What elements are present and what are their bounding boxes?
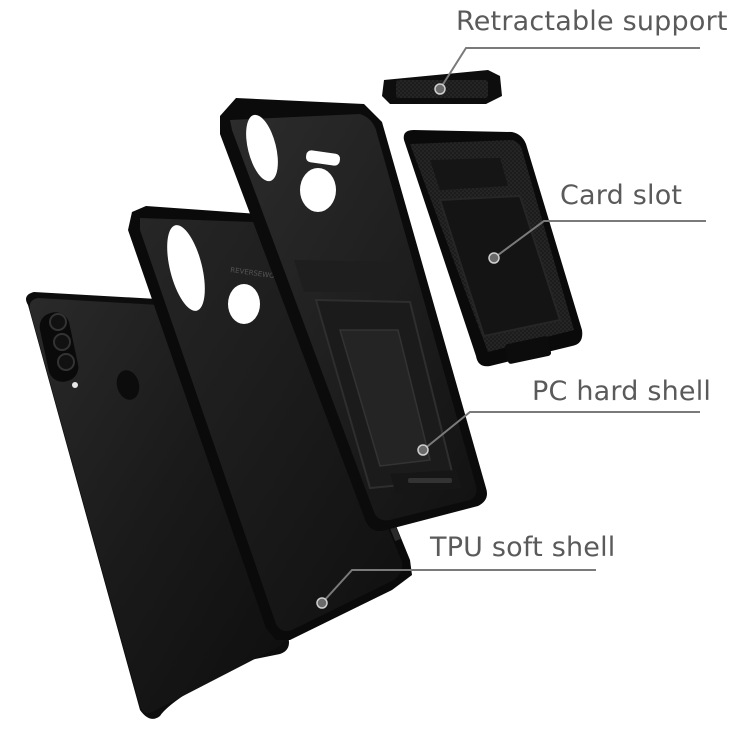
tpu-soft-shell-label: TPU soft shell: [430, 532, 616, 563]
retractable-support-label: Retractable support: [456, 6, 728, 37]
card-slot-leader: [493, 220, 706, 259]
card-slot-dot: [488, 252, 500, 264]
tpu-soft-shell-dot: [316, 597, 328, 609]
leader-lines: [316, 47, 706, 609]
pc-hard-shell-label: PC hard shell: [532, 376, 712, 407]
tpu-soft-shell-leader: [321, 569, 596, 604]
pc-hard-shell-leader: [422, 411, 700, 451]
retractable-support-dot: [434, 83, 446, 95]
retractable-support-leader: [439, 47, 700, 90]
card-slot-label: Card slot: [560, 180, 683, 211]
pc-hard-shell-dot: [417, 444, 429, 456]
pc-hard-shell: [220, 98, 487, 531]
phone: [26, 292, 289, 719]
